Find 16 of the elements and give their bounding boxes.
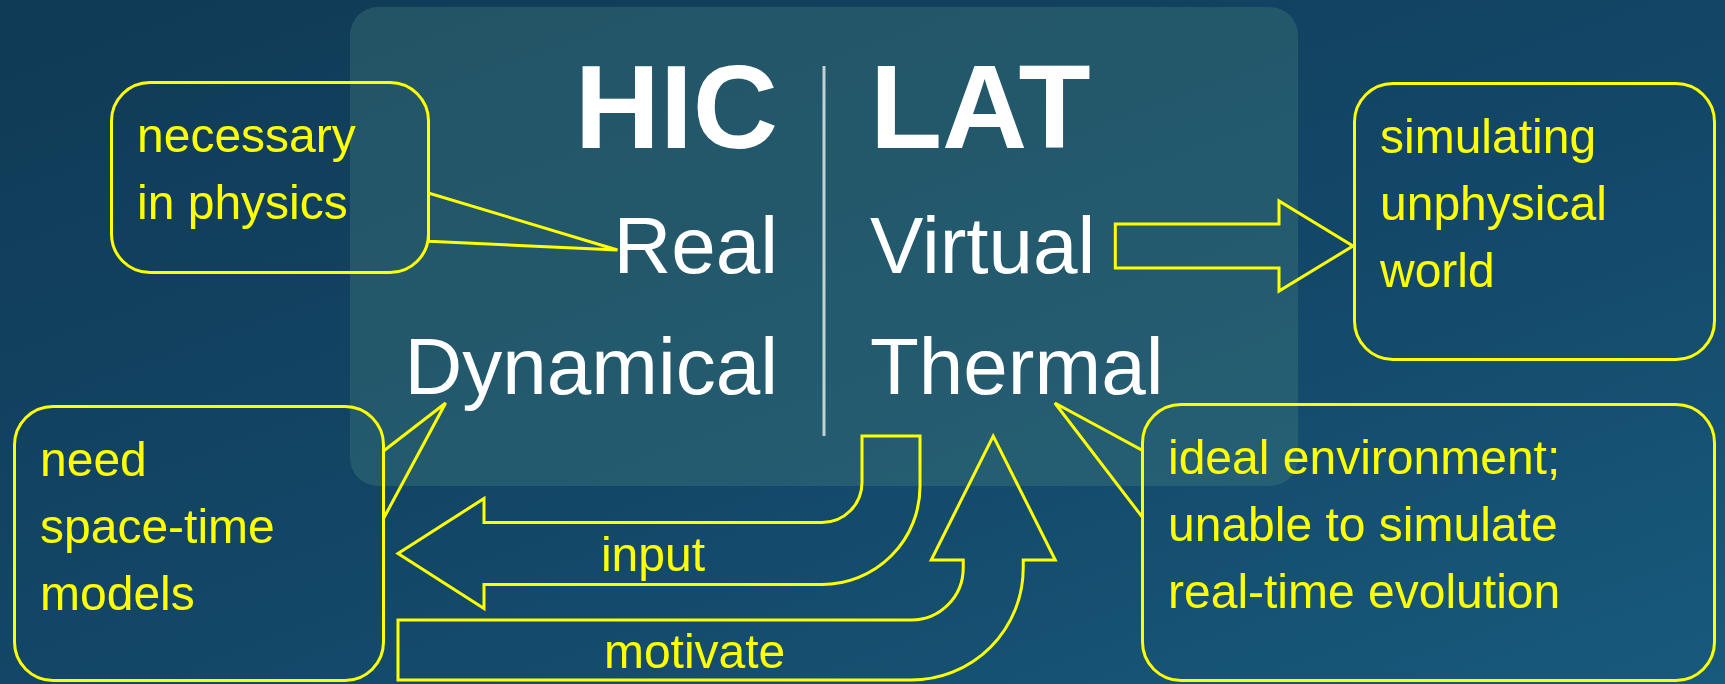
speech-bubble: necessary in physics: [110, 81, 430, 274]
term-text: Virtual: [870, 206, 1096, 286]
callout-tail: [382, 401, 448, 521]
block-arrow: [1113, 198, 1356, 294]
callout-tail: [427, 190, 619, 252]
callout-tail: [1053, 401, 1144, 519]
rounded-box: simulating unphysical world: [1353, 82, 1716, 361]
speech-bubble: ideal environment; unable to simulate real-time evolution: [1141, 403, 1716, 682]
curved-block-arrow: [396, 434, 1057, 682]
column-heading: LAT: [870, 48, 1091, 166]
term-text: Real: [613, 206, 778, 286]
curved-block-arrow: [396, 434, 922, 610]
speech-bubble: need space-time models: [13, 405, 385, 682]
edge-label: input: [600, 530, 706, 579]
column-heading: HIC: [574, 48, 778, 166]
edge-label: motivate: [603, 628, 786, 676]
